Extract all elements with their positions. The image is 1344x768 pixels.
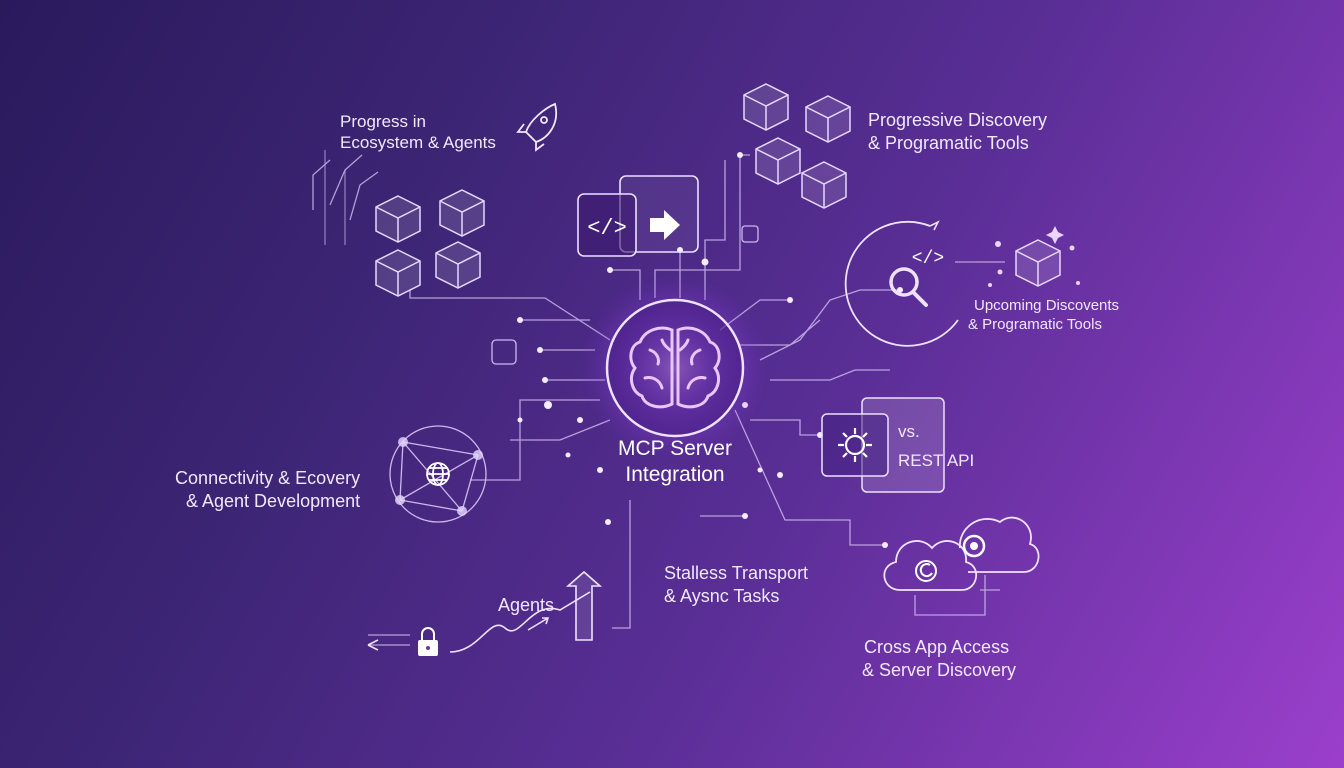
small-square <box>741 225 759 243</box>
circuit-nodes <box>517 152 903 548</box>
arrow-right-icon <box>650 210 680 240</box>
cube-cluster-top-right <box>743 83 851 209</box>
label-connectivity: Connectivity & Ecovery& Agent Developmen… <box>175 468 361 511</box>
brain-ring <box>605 298 745 438</box>
small-square <box>491 339 517 365</box>
label-stateless: Stalless Transport& Aysnc Tasks <box>664 563 809 606</box>
code-icon: </> <box>587 216 627 241</box>
search-cluster <box>844 220 959 347</box>
globe-icon <box>426 462 450 486</box>
cube-icon <box>1015 239 1061 287</box>
sparkle-dots <box>988 226 1080 287</box>
refresh-icon <box>915 560 937 582</box>
gear-icon <box>838 428 872 462</box>
cloud-icon <box>883 516 1040 591</box>
label-upcoming: Upcoming Discovents& Programatic Tools <box>968 297 1120 333</box>
trend-arrow-icon <box>449 570 603 653</box>
brain-icon <box>629 326 721 409</box>
network-nodes <box>395 437 483 516</box>
code-icon: </> <box>912 249 944 269</box>
arrow-left-icon <box>367 639 379 651</box>
record-icon <box>962 534 986 558</box>
code-window <box>577 175 699 257</box>
label-agents: Agents <box>498 595 555 615</box>
label-rest-api: vs.REST API <box>898 422 975 471</box>
rest-api-panel <box>821 397 945 493</box>
cube-cluster-left <box>375 189 485 297</box>
lock-icon <box>418 627 438 656</box>
label-cross-app: Cross App Access& Server Discovery <box>862 637 1017 680</box>
rocket-icon <box>516 102 558 152</box>
search-icon <box>889 267 919 297</box>
label-progressive-discovery: Progressive Discovery& Programatic Tools <box>868 110 1048 153</box>
